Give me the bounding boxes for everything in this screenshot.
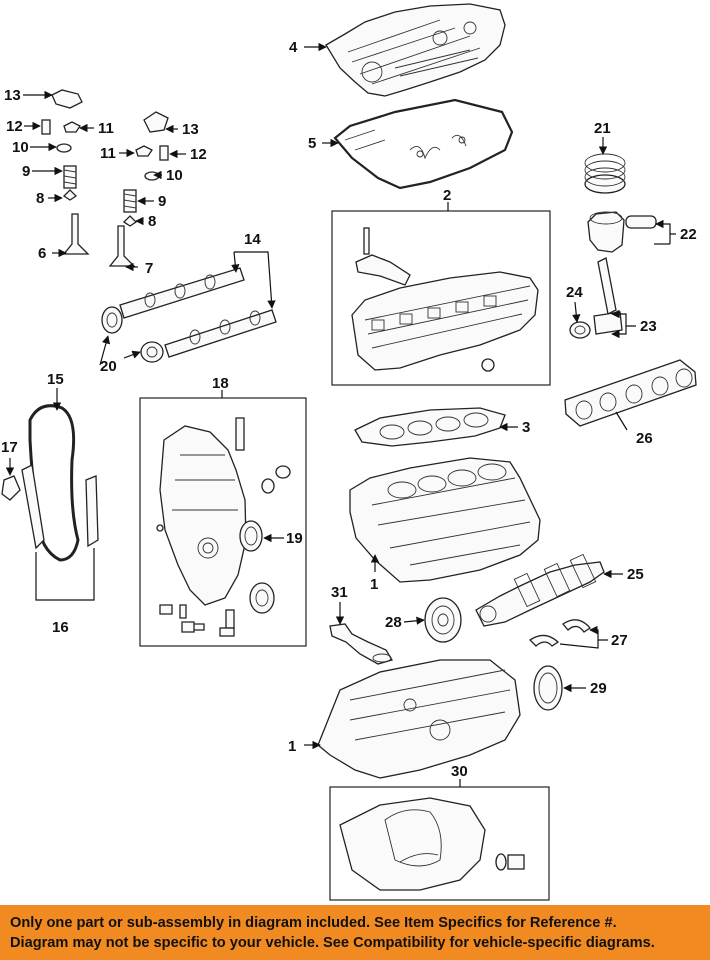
timing-chain-guides xyxy=(1,404,99,562)
callout-14: 14 xyxy=(244,231,261,248)
callout-9-left: 9 xyxy=(22,163,30,180)
valvetrain-parts xyxy=(41,89,169,267)
callout-11-right: 11 xyxy=(100,145,116,162)
callout-24: 24 xyxy=(566,284,583,301)
callout-10-right: 10 xyxy=(166,167,183,184)
oil-pan xyxy=(339,797,525,891)
rear-main-seal xyxy=(533,665,563,711)
callout-21: 21 xyxy=(594,120,611,137)
callout-4: 4 xyxy=(289,39,298,56)
timing-cover xyxy=(156,417,291,637)
callout-1-block: 1 xyxy=(370,576,378,593)
leader-lines xyxy=(5,42,676,787)
callout-12-right: 12 xyxy=(190,146,207,163)
callout-5: 5 xyxy=(308,135,316,152)
callout-23: 23 xyxy=(640,318,657,335)
engine-block xyxy=(349,457,541,583)
oil-pickup xyxy=(329,623,393,665)
crankshaft xyxy=(475,553,605,627)
callout-31: 31 xyxy=(331,584,348,601)
disclaimer-line-1: Only one part or sub-assembly in diagram… xyxy=(10,915,617,931)
piston-rod-parts xyxy=(569,153,657,339)
cam-sprockets xyxy=(101,306,164,363)
callout-labels: 1 1 2 3 4 5 6 7 8 8 9 9 10 10 11 11 12 1… xyxy=(1,39,697,780)
valve-cover-gasket xyxy=(333,98,514,190)
cylinder-head xyxy=(351,227,539,372)
head-gasket xyxy=(354,407,506,447)
callout-22: 22 xyxy=(680,226,697,243)
callout-20: 20 xyxy=(100,358,117,375)
callout-13-right: 13 xyxy=(182,121,199,138)
callout-7: 7 xyxy=(145,260,153,277)
callout-18: 18 xyxy=(212,375,229,392)
callout-2: 2 xyxy=(443,187,451,204)
callout-19: 19 xyxy=(286,530,303,547)
thrust-washers xyxy=(528,619,591,647)
callout-16: 16 xyxy=(52,619,69,636)
callout-13-left: 13 xyxy=(4,87,21,104)
engine-exploded-diagram: 1 1 2 3 4 5 6 7 8 8 9 9 10 10 11 11 12 1… xyxy=(1,3,697,901)
callout-17: 17 xyxy=(1,439,18,456)
callout-30: 30 xyxy=(451,763,468,780)
callout-12-left: 12 xyxy=(6,118,23,135)
callout-28: 28 xyxy=(385,614,402,631)
callout-3: 3 xyxy=(522,419,530,436)
main-bearings xyxy=(564,359,697,427)
callout-8-left: 8 xyxy=(36,190,44,207)
callout-27: 27 xyxy=(611,632,628,649)
callout-15: 15 xyxy=(47,371,64,388)
callout-1-pan: 1 xyxy=(288,738,296,755)
callout-8-right: 8 xyxy=(148,213,156,230)
camshafts xyxy=(119,267,277,358)
crank-pulley xyxy=(424,597,462,643)
upper-oil-pan xyxy=(317,659,521,779)
disclaimer-line-2: Diagram may not be specific to your vehi… xyxy=(10,935,655,951)
callout-29: 29 xyxy=(590,680,607,697)
timing-cover-box xyxy=(139,397,307,647)
disclaimer-banner: Only one part or sub-assembly in diagram… xyxy=(0,905,710,960)
callout-10-left: 10 xyxy=(12,139,29,156)
valve-cover xyxy=(325,3,506,97)
callout-11-left: 11 xyxy=(98,120,114,137)
callout-26: 26 xyxy=(636,430,653,447)
callout-25: 25 xyxy=(627,566,644,583)
callout-6: 6 xyxy=(38,245,46,262)
oil-pan-box xyxy=(329,786,550,901)
callout-9-right: 9 xyxy=(158,193,166,210)
cylinder-head-box xyxy=(331,210,551,386)
